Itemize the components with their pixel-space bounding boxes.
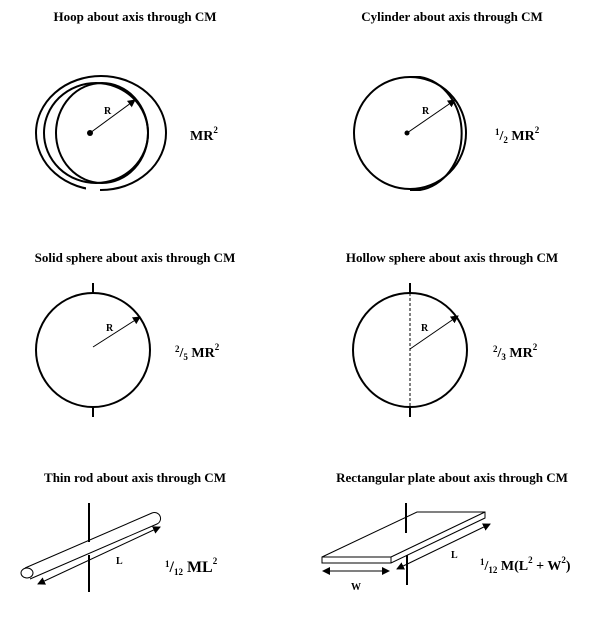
plate-figure <box>321 503 491 585</box>
thin-rod-panel: Thin rod about axis through CM L 1/12 ML… <box>20 470 226 592</box>
hoop-formula: MR2 <box>190 125 218 144</box>
hollow-sphere-figure <box>352 283 468 417</box>
hollow-sphere-radius-label: R <box>421 323 429 334</box>
cylinder-title: Cylinder about axis through CM <box>361 9 543 24</box>
cylinder-radius-label: R <box>422 106 430 117</box>
hoop-panel: Hoop about axis through CM R MR2 <box>35 9 218 192</box>
hoop-figure <box>35 75 167 192</box>
thin-rod-title: Thin rod about axis through CM <box>44 470 226 485</box>
solid-sphere-radius-label: R <box>106 323 114 334</box>
cylinder-panel: Cylinder about axis through CM R 1/2 MR2 <box>353 9 543 191</box>
plate-width-label: W <box>351 582 361 593</box>
plate-length-label: L <box>451 550 458 561</box>
thin-rod-figure <box>20 503 162 592</box>
solid-sphere-title: Solid sphere about axis through CM <box>35 250 236 265</box>
hollow-sphere-title: Hollow sphere about axis through CM <box>346 250 558 265</box>
plate-title: Rectangular plate about axis through CM <box>336 470 568 485</box>
solid-sphere-panel: Solid sphere about axis through CM R 2/5… <box>35 250 236 417</box>
plate-formula: 1/12 M(L2 + W2) <box>480 555 571 575</box>
thin-rod-formula: 1/12 ML2 <box>165 556 218 577</box>
hollow-sphere-panel: Hollow sphere about axis through CM R 2/… <box>346 250 558 417</box>
hoop-radius-label: R <box>104 106 112 117</box>
hollow-sphere-formula: 2/3 MR2 <box>493 342 538 362</box>
cylinder-figure <box>353 76 467 191</box>
hoop-title: Hoop about axis through CM <box>53 9 216 24</box>
cylinder-formula: 1/2 MR2 <box>495 125 540 145</box>
thin-rod-length-label: L <box>116 556 123 567</box>
solid-sphere-formula: 2/5 MR2 <box>175 342 220 362</box>
plate-panel: Rectangular plate about axis through CM … <box>321 470 571 593</box>
solid-sphere-figure <box>35 283 151 417</box>
